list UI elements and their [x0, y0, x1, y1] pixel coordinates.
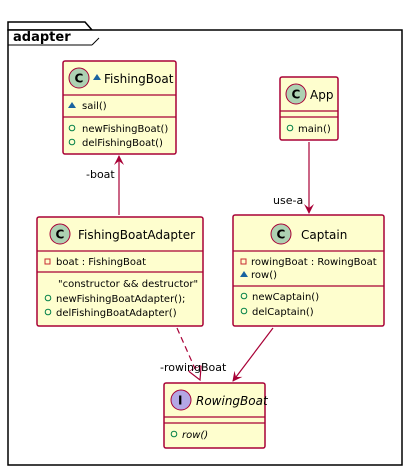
package-private-marker-icon — [68, 102, 76, 108]
field-boat: boat : FishingBoat — [56, 257, 146, 268]
edge-label-boat: -boat — [86, 168, 115, 181]
public-marker-icon — [240, 307, 248, 315]
method-new-adapter: newFishingBoatAdapter(); — [56, 294, 185, 305]
class-app[interactable]: C App main() — [279, 76, 339, 141]
class-name: Captain — [301, 228, 347, 242]
interface-name: RowingBoat — [196, 394, 269, 408]
method-del-fishing-boat: delFishingBoat() — [82, 138, 163, 149]
public-marker-icon — [68, 138, 76, 146]
edge-label-use-a: use-a — [273, 194, 303, 207]
public-marker-icon — [44, 294, 52, 302]
relations: -boat use-a -rowingBoat — [86, 142, 314, 382]
field-sail: sail() — [82, 101, 107, 112]
class-circle-icon — [49, 223, 71, 245]
class-circle-icon — [68, 67, 90, 89]
method-new-fishing-boat: newFishingBoat() — [82, 124, 168, 135]
method-row-abstract: row() — [182, 430, 208, 441]
class-kind-glyph: C — [277, 228, 286, 242]
package-private-marker-icon — [240, 271, 248, 277]
section-comment: "constructor && destructor" — [58, 279, 198, 290]
public-marker-icon — [286, 124, 294, 132]
class-captain[interactable]: C Captain rowingBoat : RowingBoat row() … — [232, 214, 385, 327]
public-marker-icon — [170, 430, 178, 438]
class-circle-icon — [270, 223, 292, 245]
class-name: FishingBoatAdapter — [78, 228, 195, 242]
class-name: FishingBoat — [104, 72, 174, 86]
edge-captain-rowingboat — [232, 327, 274, 382]
class-fishingboatadapter[interactable]: C FishingBoatAdapter boat : FishingBoat … — [36, 216, 204, 327]
public-marker-icon — [240, 292, 248, 300]
class-kind-glyph: C — [75, 72, 84, 86]
interface-rowingboat[interactable]: I RowingBoat row() — [163, 382, 269, 449]
package-label: adapter — [13, 30, 71, 45]
package-private-marker-icon — [93, 74, 101, 80]
public-marker-icon — [44, 308, 52, 316]
private-marker-icon — [44, 258, 51, 265]
edge-label-rowingboat: -rowingBoat — [160, 361, 227, 374]
class-name: App — [310, 88, 333, 102]
method-row: row() — [251, 270, 277, 281]
method-new-captain: newCaptain() — [252, 292, 319, 303]
private-marker-icon — [240, 258, 247, 265]
class-kind-glyph: C — [292, 88, 301, 102]
field-rowing-boat: rowingBoat : RowingBoat — [251, 257, 377, 268]
public-marker-icon — [68, 124, 76, 132]
interface-kind-glyph: I — [178, 394, 182, 408]
class-fishingboat[interactable]: C FishingBoat sail() newFishingBoat() de… — [62, 60, 177, 155]
method-main: main() — [298, 124, 331, 135]
interface-circle-icon — [170, 389, 192, 411]
method-del-captain: delCaptain() — [252, 307, 314, 318]
class-circle-icon — [285, 83, 307, 105]
class-kind-glyph: C — [56, 228, 65, 242]
method-del-adapter: delFishingBoatAdapter() — [56, 308, 177, 319]
